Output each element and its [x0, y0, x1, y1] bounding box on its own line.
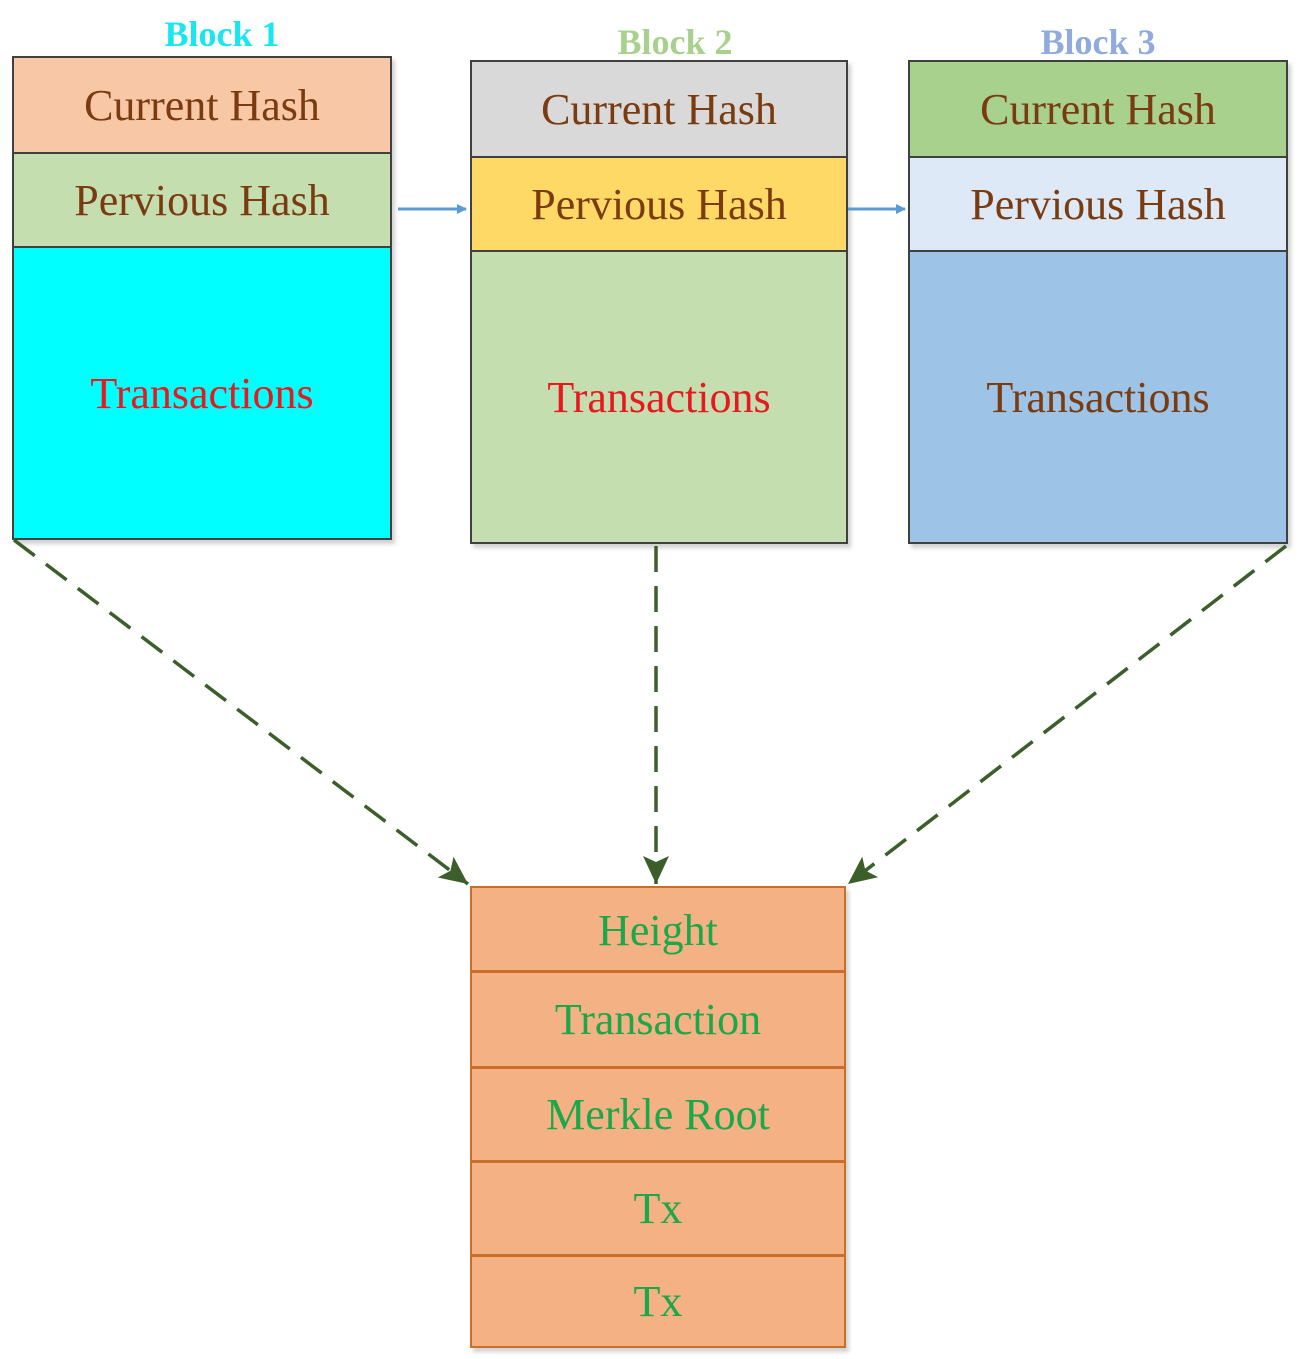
- block-2-current-hash: Current Hash: [472, 62, 846, 156]
- block-1-current-hash: Current Hash: [14, 58, 390, 152]
- record-field-tx: Tx: [472, 1160, 844, 1254]
- record-field-transaction: Transaction: [472, 970, 844, 1066]
- block-2-transactions: Transactions: [472, 250, 846, 542]
- record-field-tx-2: Tx: [472, 1254, 844, 1346]
- dashed-arrow-block-3: [846, 544, 1288, 886]
- block-1: Current Hash Pervious Hash Transactions: [12, 56, 392, 540]
- block-record: Height Transaction Merkle Root Tx Tx: [470, 886, 846, 1348]
- block-1-title: Block 1: [164, 14, 280, 54]
- record-field-height: Height: [598, 905, 718, 955]
- record-field-merkle-root: Merkle Root: [472, 1066, 844, 1160]
- block-3-current-hash: Current Hash: [910, 62, 1286, 156]
- dashed-arrow-block-1: [12, 538, 470, 886]
- block-2-title: Block 2: [617, 22, 733, 62]
- block-2: Current Hash Pervious Hash Transactions: [470, 60, 848, 544]
- block-3-title: Block 3: [1040, 22, 1156, 62]
- block-3-transactions: Transactions: [910, 250, 1286, 542]
- block-1-transactions: Transactions: [14, 246, 390, 538]
- block-3: Current Hash Pervious Hash Transactions: [908, 60, 1288, 544]
- block-2-previous-hash: Pervious Hash: [472, 156, 846, 250]
- block-3-previous-hash: Pervious Hash: [910, 156, 1286, 250]
- block-1-previous-hash: Pervious Hash: [14, 152, 390, 246]
